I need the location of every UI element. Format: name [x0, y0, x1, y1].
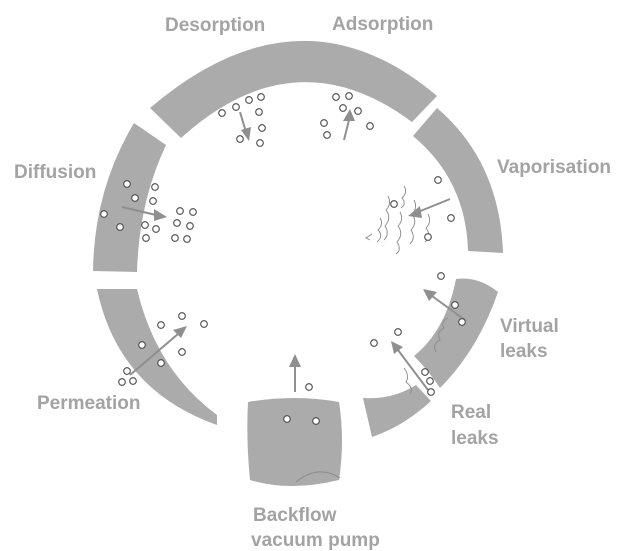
label-real-leaks-line2: leaks	[451, 428, 499, 449]
label-backflow-line2: vacuum pump	[251, 530, 380, 551]
leak-cracks	[403, 317, 449, 395]
label-real-leaks-line1: Real	[451, 402, 491, 423]
backflow-arrow	[289, 354, 301, 392]
virtual-leak-arrow	[423, 289, 466, 321]
wall-segment-diffusion	[93, 123, 166, 272]
label-adsorption: Adsorption	[332, 14, 433, 35]
label-vaporisation: Vaporisation	[497, 157, 611, 178]
diffusion-arrow	[121, 206, 167, 221]
labels: Desorption Adsorption Vaporisation Diffu…	[14, 14, 611, 551]
wall-segment-top	[150, 40, 437, 138]
real-leak-arrow	[391, 341, 429, 391]
chamber-wall	[93, 40, 503, 486]
virtual-leak-crack	[434, 317, 449, 353]
wall-segment-vaporisation	[413, 108, 503, 253]
label-desorption: Desorption	[165, 15, 265, 36]
real-leak-crack	[403, 367, 412, 395]
desorption-arrow	[239, 111, 251, 141]
wall-segment-virtual-leak	[414, 278, 498, 388]
gas-molecules	[100, 92, 466, 425]
label-diffusion: Diffusion	[14, 162, 96, 183]
vaporisation-arrow	[408, 198, 451, 218]
wall-segment-real-leak	[363, 385, 431, 437]
label-permeation: Permeation	[37, 393, 140, 414]
adsorption-arrow	[343, 109, 355, 141]
pump-inlet-curve	[295, 471, 341, 483]
wall-segment-permeation	[97, 289, 217, 425]
label-virtual-leaks-line1: Virtual	[500, 316, 559, 337]
vaporisation-waves	[365, 185, 431, 255]
permeation-arrow	[129, 326, 187, 376]
label-backflow-line1: Backflow	[253, 505, 337, 526]
label-virtual-leaks-line2: leaks	[500, 341, 548, 362]
flow-arrows	[121, 109, 466, 392]
